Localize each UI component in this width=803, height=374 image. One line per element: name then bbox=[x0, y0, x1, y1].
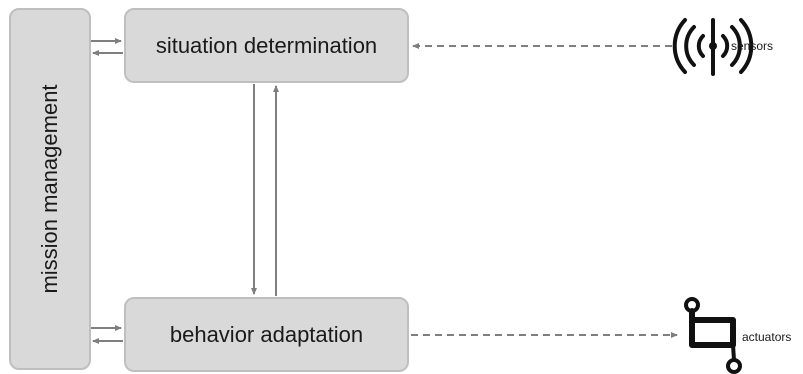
actuator-bracket-icon bbox=[684, 297, 742, 374]
actuators-label: actuators bbox=[742, 330, 792, 344]
sensors-label: sensors bbox=[731, 39, 774, 53]
situation-determination-box: situation determination bbox=[124, 8, 409, 83]
mission-management-label: mission management bbox=[37, 84, 62, 294]
antenna-signal-icon bbox=[672, 18, 754, 76]
situation-determination-label: situation determination bbox=[155, 32, 378, 58]
behavior-adaptation-label: behavior adaptation bbox=[169, 321, 364, 347]
behavior-adaptation-box: behavior adaptation bbox=[124, 297, 409, 372]
mission-management-box: mission management bbox=[9, 8, 91, 370]
